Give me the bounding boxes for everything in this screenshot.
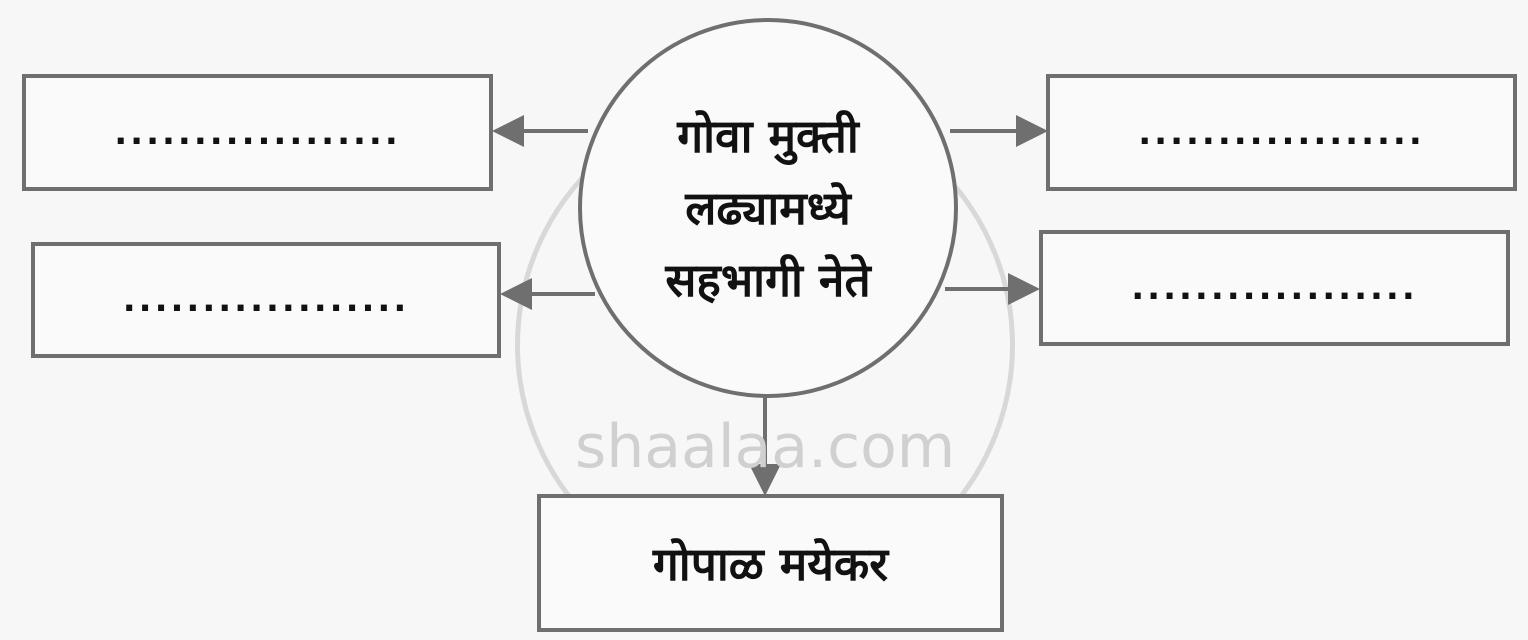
- box-mid-left: ..................: [31, 242, 501, 358]
- box-mid-right: ..................: [1039, 230, 1510, 346]
- center-topic-circle: गोवा मुक्ती लढ्यामध्ये सहभागी नेते: [578, 18, 958, 398]
- blank-placeholder: ..................: [114, 112, 401, 153]
- box-bottom: गोपाळ मयेकर: [537, 494, 1004, 632]
- center-line-1: गोवा मुक्ती: [677, 109, 859, 163]
- center-line-2: लढ्यामध्ये: [685, 181, 851, 235]
- box-top-left: ..................: [22, 74, 493, 191]
- blank-placeholder: ..................: [1131, 268, 1418, 308]
- box-top-right: ..................: [1046, 74, 1517, 191]
- leader-name: गोपाळ मयेकर: [652, 537, 889, 591]
- blank-placeholder: ..................: [122, 280, 410, 320]
- blank-placeholder: ..................: [1138, 112, 1425, 153]
- center-line-3: सहभागी नेते: [665, 253, 871, 307]
